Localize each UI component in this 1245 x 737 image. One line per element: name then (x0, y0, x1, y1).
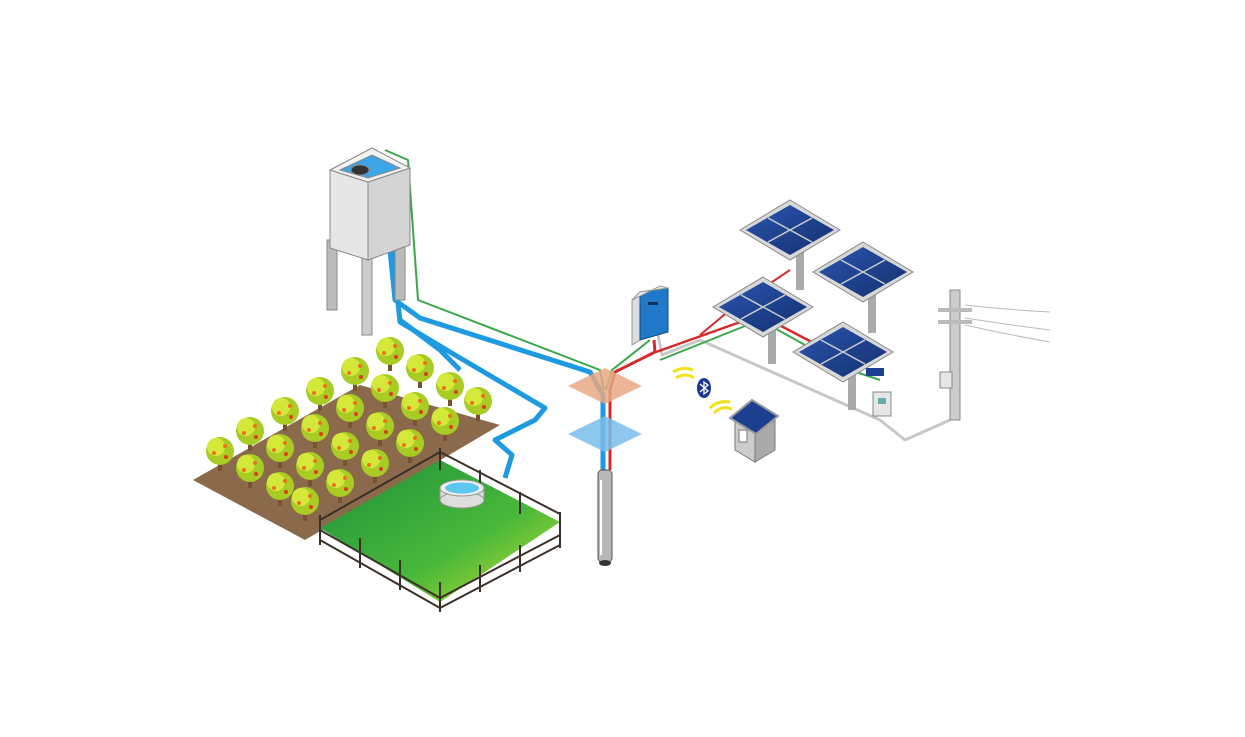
water-level-marker (568, 416, 642, 452)
sensor-cable-green (384, 149, 605, 391)
grass-field (319, 448, 561, 612)
solar-panel (739, 199, 841, 261)
ac-cable (656, 334, 951, 442)
solar-panel (812, 241, 914, 303)
remote-monitor-box (728, 398, 780, 463)
water-pond (439, 479, 485, 509)
dc-cable-red (608, 339, 657, 470)
water-tower (326, 147, 412, 336)
submersible-pump (597, 469, 613, 566)
pump-controller (631, 285, 669, 346)
wireless-link (672, 366, 733, 415)
water-pipes (379, 169, 606, 479)
grid-switch-box (872, 391, 892, 417)
utility-pole (938, 289, 1051, 421)
orchard (193, 337, 500, 540)
ground-level-marker (568, 368, 642, 404)
solar-array (712, 199, 914, 410)
